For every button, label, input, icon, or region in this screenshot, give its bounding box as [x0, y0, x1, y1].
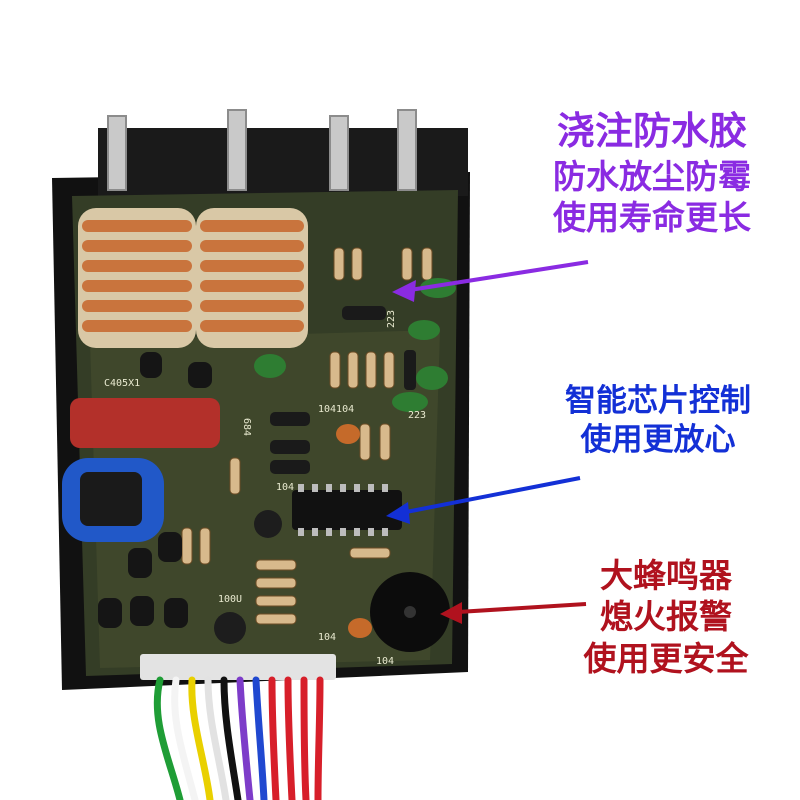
- waterproof-callout: 浇注防水胶 防水放尘防霉 使用寿命更长: [522, 108, 782, 238]
- chip-line-1: 智能芯片控制: [565, 383, 751, 419]
- red-film-capacitor: [70, 398, 220, 448]
- ignition-coil-right: [196, 208, 308, 348]
- buzzer: [370, 572, 450, 652]
- board-marking: 684: [241, 418, 252, 436]
- resistors: [181, 247, 433, 625]
- board-marking: 223: [386, 310, 397, 328]
- waterproof-line-1: 防水放尘防霉: [553, 156, 751, 196]
- board-marking: 223: [408, 410, 426, 421]
- board-marking: 104: [318, 632, 336, 643]
- green-capacitors: [254, 278, 456, 412]
- chip-callout: 智能芯片控制 使用更放心: [538, 382, 778, 460]
- board-marking: 104104: [318, 404, 354, 415]
- spade-terminals: [107, 109, 417, 191]
- arrow-purple: [392, 260, 589, 302]
- buzzer-line-1: 大蜂鸣器: [600, 556, 732, 595]
- waterproof-line-2: 使用寿命更长: [553, 197, 751, 237]
- waterproof-title: 浇注防水胶: [556, 109, 747, 153]
- buzzer-line-2: 熄火报警: [600, 597, 732, 637]
- board-marking: 100U: [218, 594, 242, 605]
- buzzer-callout: 大蜂鸣器 熄火报警 使用更安全: [556, 555, 776, 679]
- transistors: [98, 352, 212, 628]
- orange-capacitors: [336, 424, 372, 638]
- electrolytic-capacitors: [214, 510, 282, 644]
- control-ic-chip: [292, 484, 402, 536]
- diodes: [270, 306, 416, 474]
- wire-connector: [140, 654, 336, 680]
- board-marking: 104: [376, 656, 394, 667]
- wires: [153, 676, 324, 800]
- arrow-blue: [386, 476, 581, 524]
- board-marking: 104: [276, 482, 294, 493]
- board-marking: C405X1: [104, 378, 140, 389]
- chip-line-2: 使用更放心: [580, 421, 736, 458]
- ignition-coil-left: [78, 208, 196, 348]
- blue-transformer: [62, 458, 164, 542]
- arrow-red: [440, 602, 587, 624]
- buzzer-line-3: 使用更安全: [583, 638, 749, 678]
